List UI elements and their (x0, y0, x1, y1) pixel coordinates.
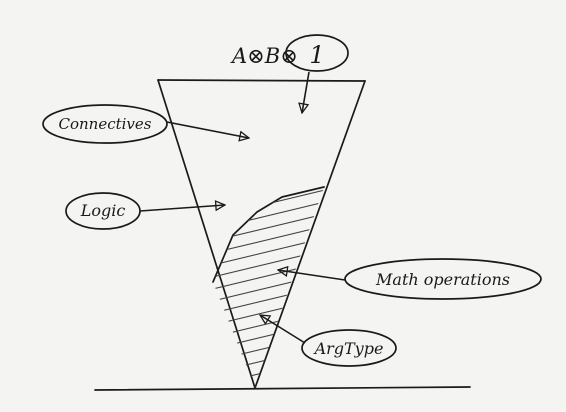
ground-line (94, 386, 471, 391)
argtype-label: ArgType (313, 339, 384, 358)
connectives-arrow (166, 121, 249, 138)
math-operations-outline (344, 258, 542, 300)
argtype-arrow (260, 315, 306, 344)
connectives-outline (42, 104, 168, 144)
math-operations-arrow (278, 270, 346, 281)
hatch-pattern (213, 187, 324, 388)
circled-one-pointer-arrow (302, 71, 310, 113)
cone-left-edge (157, 79, 256, 389)
math-operations-label: Math operations (375, 270, 510, 289)
connectives-label: Connectives (59, 115, 152, 133)
circled-one-text: 1 (309, 41, 324, 69)
math-region-boundary (212, 186, 325, 283)
cone-right-edge (254, 80, 366, 389)
logic-arrow (139, 205, 225, 212)
logic-label: Logic (80, 201, 126, 220)
argtype-outline (301, 329, 397, 367)
circled-one-outline (285, 34, 349, 72)
cone-top-edge (157, 79, 366, 82)
